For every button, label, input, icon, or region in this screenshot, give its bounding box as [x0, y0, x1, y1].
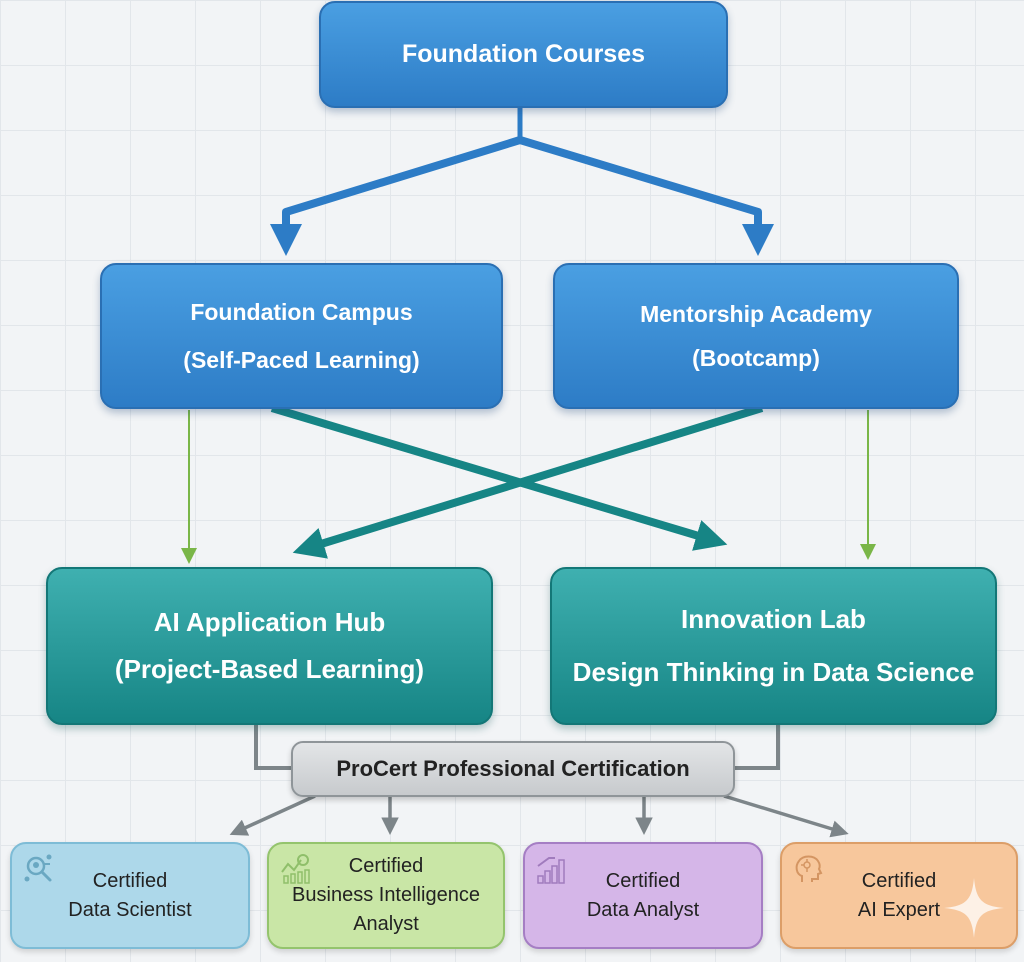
connector-campus-to-lab	[270, 404, 728, 551]
node-innovation-lab: Innovation Lab Design Thinking in Data S…	[550, 567, 997, 725]
connector-hub-to-cert	[254, 724, 292, 770]
node-title: Innovation Lab	[681, 604, 866, 634]
connector-root-to-campus	[270, 136, 522, 256]
node-subtitle: (Bootcamp)	[692, 345, 820, 371]
cert-line: Certified	[92, 869, 168, 892]
node-ai-application-hub: AI Application Hub (Project-Based Learni…	[46, 567, 493, 725]
cert-line: Analyst	[353, 913, 419, 935]
node-title: Foundation Campus	[190, 299, 413, 325]
node-procert-certification: ProCert Professional Certification	[291, 741, 735, 797]
node-title: Foundation Courses	[401, 40, 646, 68]
node-title: Mentorship Academy	[640, 301, 872, 327]
node-subtitle: (Self-Paced Learning)	[183, 347, 420, 373]
cert-data-analyst: Certified Data Analyst	[523, 842, 763, 949]
cert-line: AI Expert	[857, 898, 941, 921]
node-subtitle: Design Thinking in Data Science	[572, 657, 975, 687]
cert-data-scientist: Certified Data Scientist	[10, 842, 250, 949]
node-foundation-campus: Foundation Campus (Self-Paced Learning)	[100, 263, 503, 409]
cert-line: Data Analyst	[586, 898, 700, 921]
sparkle-icon	[944, 878, 1004, 938]
node-mentorship-academy: Mentorship Academy (Bootcamp)	[553, 263, 959, 409]
bi-chart-icon	[281, 854, 310, 884]
cert-line: Certified	[348, 855, 424, 877]
cert-line: Certified	[605, 869, 681, 892]
connector-lab-to-cert	[734, 724, 780, 770]
node-foundation-courses: Foundation Courses	[319, 1, 728, 108]
cert-line: Business Intelligence	[292, 884, 480, 906]
node-title: ProCert Professional Certification	[336, 756, 690, 781]
connector-root-to-academy	[518, 136, 774, 256]
cert-line: Data Scientist	[68, 898, 192, 921]
ai-head-icon	[795, 855, 823, 882]
bar-chart-growth-icon	[537, 857, 565, 884]
node-subtitle: (Project-Based Learning)	[114, 654, 425, 684]
connector-academy-to-hub	[292, 404, 764, 559]
cert-business-intelligence-analyst: Certified Business Intelligence Analyst	[267, 842, 505, 949]
node-title: AI Application Hub	[153, 607, 386, 637]
connector-cert-to-ai	[723, 794, 849, 838]
cert-line: Certified	[861, 869, 937, 892]
data-science-magnifier-icon	[24, 854, 52, 882]
connector-cert-to-ds	[229, 794, 316, 836]
cert-ai-expert: Certified AI Expert	[780, 842, 1018, 949]
